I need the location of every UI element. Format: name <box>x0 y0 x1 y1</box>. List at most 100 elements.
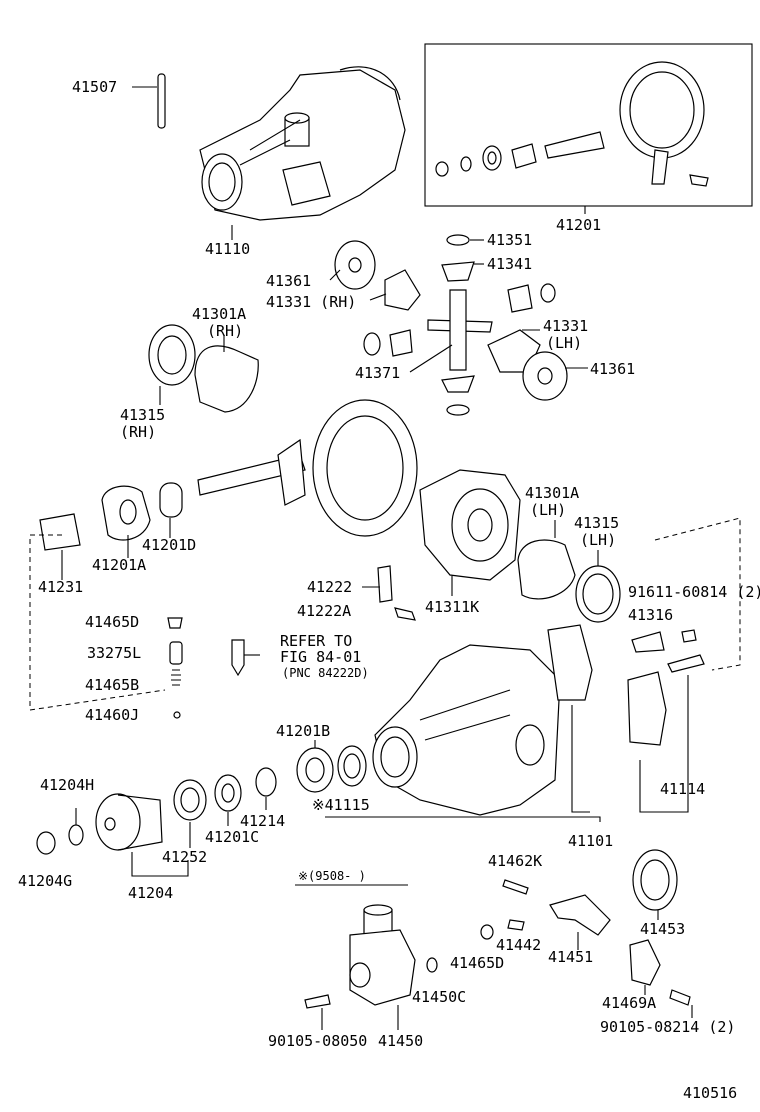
label-41214: 41214 <box>240 812 285 830</box>
bolt-90105-08214 <box>669 989 691 1006</box>
pin-41462k <box>502 879 529 895</box>
label-rh-1: (RH) <box>207 322 243 340</box>
label-note-date: ※(9508- ) <box>298 869 366 883</box>
fork-41451 <box>549 894 611 936</box>
label-41231: 41231 <box>38 578 83 596</box>
label-33275l: 33275L <box>87 644 141 662</box>
bracket-41469a <box>629 939 661 986</box>
sleeve-41453 <box>632 849 678 911</box>
flange-41204 <box>95 793 163 851</box>
bolt-41222a <box>394 607 416 621</box>
label-41507: 41507 <box>72 78 117 96</box>
label-41201: 41201 <box>556 216 601 234</box>
inset-box-41201 <box>424 43 753 207</box>
pin-41507 <box>157 73 166 129</box>
seal-41252 <box>173 779 207 821</box>
label-41315-lh: 41315 <box>574 514 619 532</box>
label-41222a: 41222A <box>297 602 351 620</box>
label-41361-lh: 41361 <box>590 360 635 378</box>
label-41311k: 41311K <box>425 598 479 616</box>
seal-41115 <box>337 745 367 787</box>
spacer-41214 <box>255 767 277 797</box>
differential-gears <box>334 234 568 416</box>
label-41204: 41204 <box>128 884 173 902</box>
actuator-41450 <box>349 904 416 1006</box>
label-41462k: 41462K <box>488 852 542 870</box>
label-lh-2: (LH) <box>530 501 566 519</box>
label-rh-2: (RH) <box>120 423 156 441</box>
label-refer-1: REFER TO <box>280 632 352 650</box>
gasket-41450c <box>426 957 438 973</box>
label-refer-2: FIG 84-01 <box>280 648 361 666</box>
nut-41204g <box>36 831 56 855</box>
label-41453: 41453 <box>640 920 685 938</box>
sleeve-41231 <box>39 513 81 551</box>
housing-41101 <box>372 644 561 816</box>
washer-41204h <box>68 824 84 846</box>
label-41201a: 41201A <box>92 556 146 574</box>
leader-41114 <box>639 675 689 813</box>
cap-upper <box>547 624 593 701</box>
carrier-assembly-41110 <box>199 66 406 221</box>
label-41115: ※41115 <box>312 796 370 814</box>
label-41101: 41101 <box>568 832 613 850</box>
label-41315-rh: 41315 <box>120 406 165 424</box>
label-41201b: 41201B <box>276 722 330 740</box>
label-41331-lh: 41331 <box>543 317 588 335</box>
bearing-41201b <box>296 747 334 793</box>
clip-41222 <box>377 565 393 603</box>
label-41351: 41351 <box>487 231 532 249</box>
cap-lower <box>627 671 667 746</box>
bracket-41316 <box>631 631 665 653</box>
label-41204h: 41204H <box>40 776 94 794</box>
breather-parts <box>167 617 183 719</box>
label-41451: 41451 <box>548 948 593 966</box>
label-41201d: 41201D <box>142 536 196 554</box>
ring-gear-pinion <box>197 399 418 537</box>
plug-41465d <box>480 924 494 940</box>
bolt-90105-08050 <box>304 994 331 1009</box>
dashed-bracket-left <box>29 534 166 711</box>
bearing-41201a <box>101 485 151 541</box>
bearing-rh <box>148 324 259 413</box>
label-refer-3: (PNC 84222D) <box>282 666 369 680</box>
race-41315-lh <box>575 565 621 623</box>
bearing-41201c <box>214 774 242 812</box>
figure-number: 410516 <box>683 1084 737 1102</box>
label-91611: 91611-60814 (2) <box>628 583 760 601</box>
label-41110: 41110 <box>205 240 250 258</box>
label-41465d-bot: 41465D <box>450 954 504 972</box>
sensor-plug <box>231 639 260 677</box>
spacer-41201d <box>159 482 183 518</box>
label-41469a: 41469A <box>602 994 656 1012</box>
leader-housing-bottom <box>325 816 601 822</box>
label-41252: 41252 <box>162 848 207 866</box>
label-41301a-lh: 41301A <box>525 484 579 502</box>
leader-41361-rh <box>329 269 341 281</box>
label-41316: 41316 <box>628 606 673 624</box>
label-41301a-rh: 41301A <box>192 305 246 323</box>
label-41371: 41371 <box>355 364 400 382</box>
leader-41371 <box>409 344 453 373</box>
label-41442: 41442 <box>496 936 541 954</box>
label-41201c: 41201C <box>205 828 259 846</box>
label-41222: 41222 <box>307 578 352 596</box>
leader-41101 <box>571 705 590 813</box>
label-41361-rh: 41361 <box>266 272 311 290</box>
label-41114: 41114 <box>660 780 705 798</box>
label-41460j: 41460J <box>85 706 139 724</box>
label-41204g: 41204G <box>18 872 72 890</box>
label-41450: 41450 <box>378 1032 423 1050</box>
ring-pinion-inset-drawing <box>435 61 709 187</box>
diff-case-41311k <box>419 469 521 581</box>
bolt-91611 <box>681 629 697 643</box>
leader-41204 <box>131 852 189 877</box>
label-90105-08050: 90105-08050 <box>268 1032 367 1050</box>
label-lh-1: (LH) <box>546 334 582 352</box>
bearing-41301a-lh <box>517 539 576 600</box>
pin-41442 <box>507 919 525 931</box>
label-41341: 41341 <box>487 255 532 273</box>
label-41450c: 41450C <box>412 988 466 1006</box>
label-lh-3: (LH) <box>580 531 616 549</box>
